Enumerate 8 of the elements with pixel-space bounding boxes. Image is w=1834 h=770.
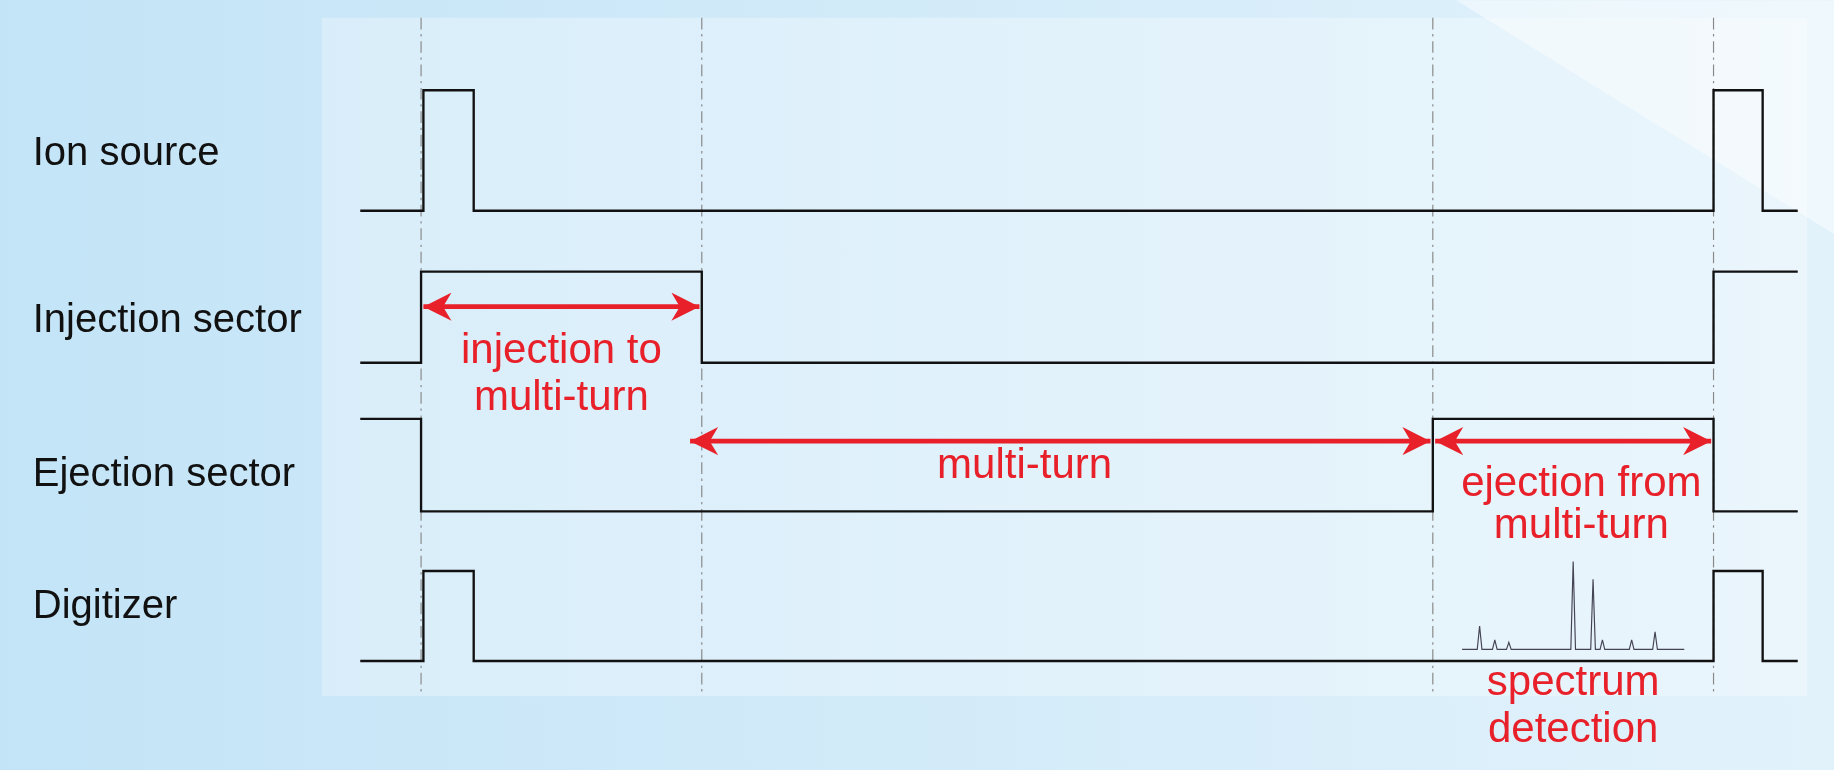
span-label: ejection from multi-turn xyxy=(1460,460,1703,545)
row-label: Ejection sector xyxy=(32,450,297,496)
span-label: multi-turn xyxy=(936,439,1114,487)
row-label: Ion source xyxy=(32,128,221,174)
row-label: Injection sector xyxy=(32,295,303,341)
span-label: spectrum detection xyxy=(1485,657,1661,752)
row-label: Digitizer xyxy=(32,582,179,628)
span-label: injection to multi-turn xyxy=(460,325,663,420)
